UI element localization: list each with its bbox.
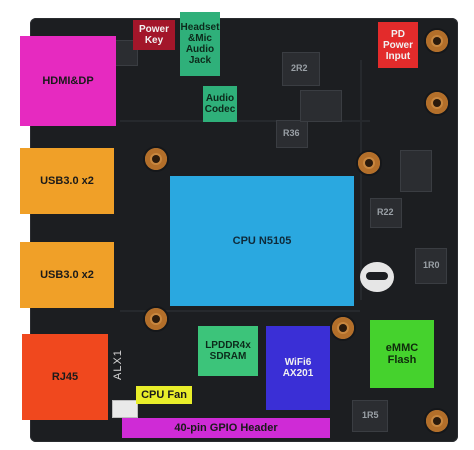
inductor-1r0-label: 1R0 [423, 260, 440, 270]
usb-bottom-label: USB3.0 x2 [40, 268, 94, 281]
cpu-block: CPU N5105 [170, 176, 354, 306]
emmc-block: eMMC Flash [370, 320, 434, 388]
inductor-1r5-label: 1R5 [362, 410, 379, 420]
ic-small [400, 150, 432, 192]
hdmi-dp-label: HDMI&DP [42, 74, 94, 87]
pd-power-input-block: PD Power Input [378, 22, 418, 68]
ic-small [300, 90, 342, 122]
pcb-trace [120, 310, 360, 312]
gpio-header-label: 40-pin GPIO Header [174, 421, 278, 434]
gpio-header-block: 40-pin GPIO Header [122, 418, 330, 438]
inductor-2r2-label: 2R2 [291, 63, 308, 73]
inductor-r36: R36 [276, 120, 308, 148]
inductor-2r2: 2R2 [282, 52, 320, 86]
audio-codec-block: Audio Codec [203, 86, 237, 122]
inductor-r22-label: R22 [377, 207, 394, 217]
inductor-1r0: 1R0 [415, 248, 447, 284]
lpddr4x-label: LPDDR4x SDRAM [205, 340, 251, 362]
inductor-r22: R22 [370, 198, 402, 228]
rj45-label: RJ45 [51, 370, 79, 383]
usb-top-label: USB3.0 x2 [40, 174, 94, 187]
pcb-trace [360, 60, 362, 300]
cpu-fan-label: CPU Fan [141, 388, 187, 401]
mounting-hole [332, 317, 354, 339]
headset-jack-label: Headset &Mic Audio Jack [180, 22, 220, 66]
pd-power-input-label: PD Power Input [382, 28, 413, 62]
emmc-label: eMMC Flash [385, 341, 419, 366]
mounting-hole [426, 92, 448, 114]
usb-top-block: USB3.0 x2 [20, 148, 114, 214]
mounting-hole [358, 152, 380, 174]
headset-jack-block: Headset &Mic Audio Jack [180, 12, 220, 76]
rj45-block: RJ45 [22, 334, 108, 420]
inductor-1r5: 1R5 [352, 400, 388, 432]
cpu-fan-block: CPU Fan [136, 386, 192, 404]
wifi-label: WiFi6 AX201 [282, 357, 314, 379]
mounting-hole [145, 308, 167, 330]
power-key-label: Power Key [138, 24, 169, 46]
robot-logo-icon [360, 262, 394, 292]
cpu-label: CPU N5105 [232, 234, 292, 247]
inductor-r36-label: R36 [283, 128, 300, 138]
lpddr4x-block: LPDDR4x SDRAM [198, 326, 258, 376]
pcb-trace [120, 120, 370, 122]
mounting-hole [426, 30, 448, 52]
board-name-silkscreen: ALX1 [112, 349, 124, 380]
cpu-fan-connector [112, 400, 138, 418]
hdmi-dp-block: HDMI&DP [20, 36, 116, 126]
mounting-hole [145, 148, 167, 170]
wifi-block: WiFi6 AX201 [266, 326, 330, 410]
usb-bottom-block: USB3.0 x2 [20, 242, 114, 308]
power-key-block: Power Key [133, 20, 175, 50]
audio-codec-label: Audio Codec [204, 93, 236, 115]
mounting-hole [426, 410, 448, 432]
